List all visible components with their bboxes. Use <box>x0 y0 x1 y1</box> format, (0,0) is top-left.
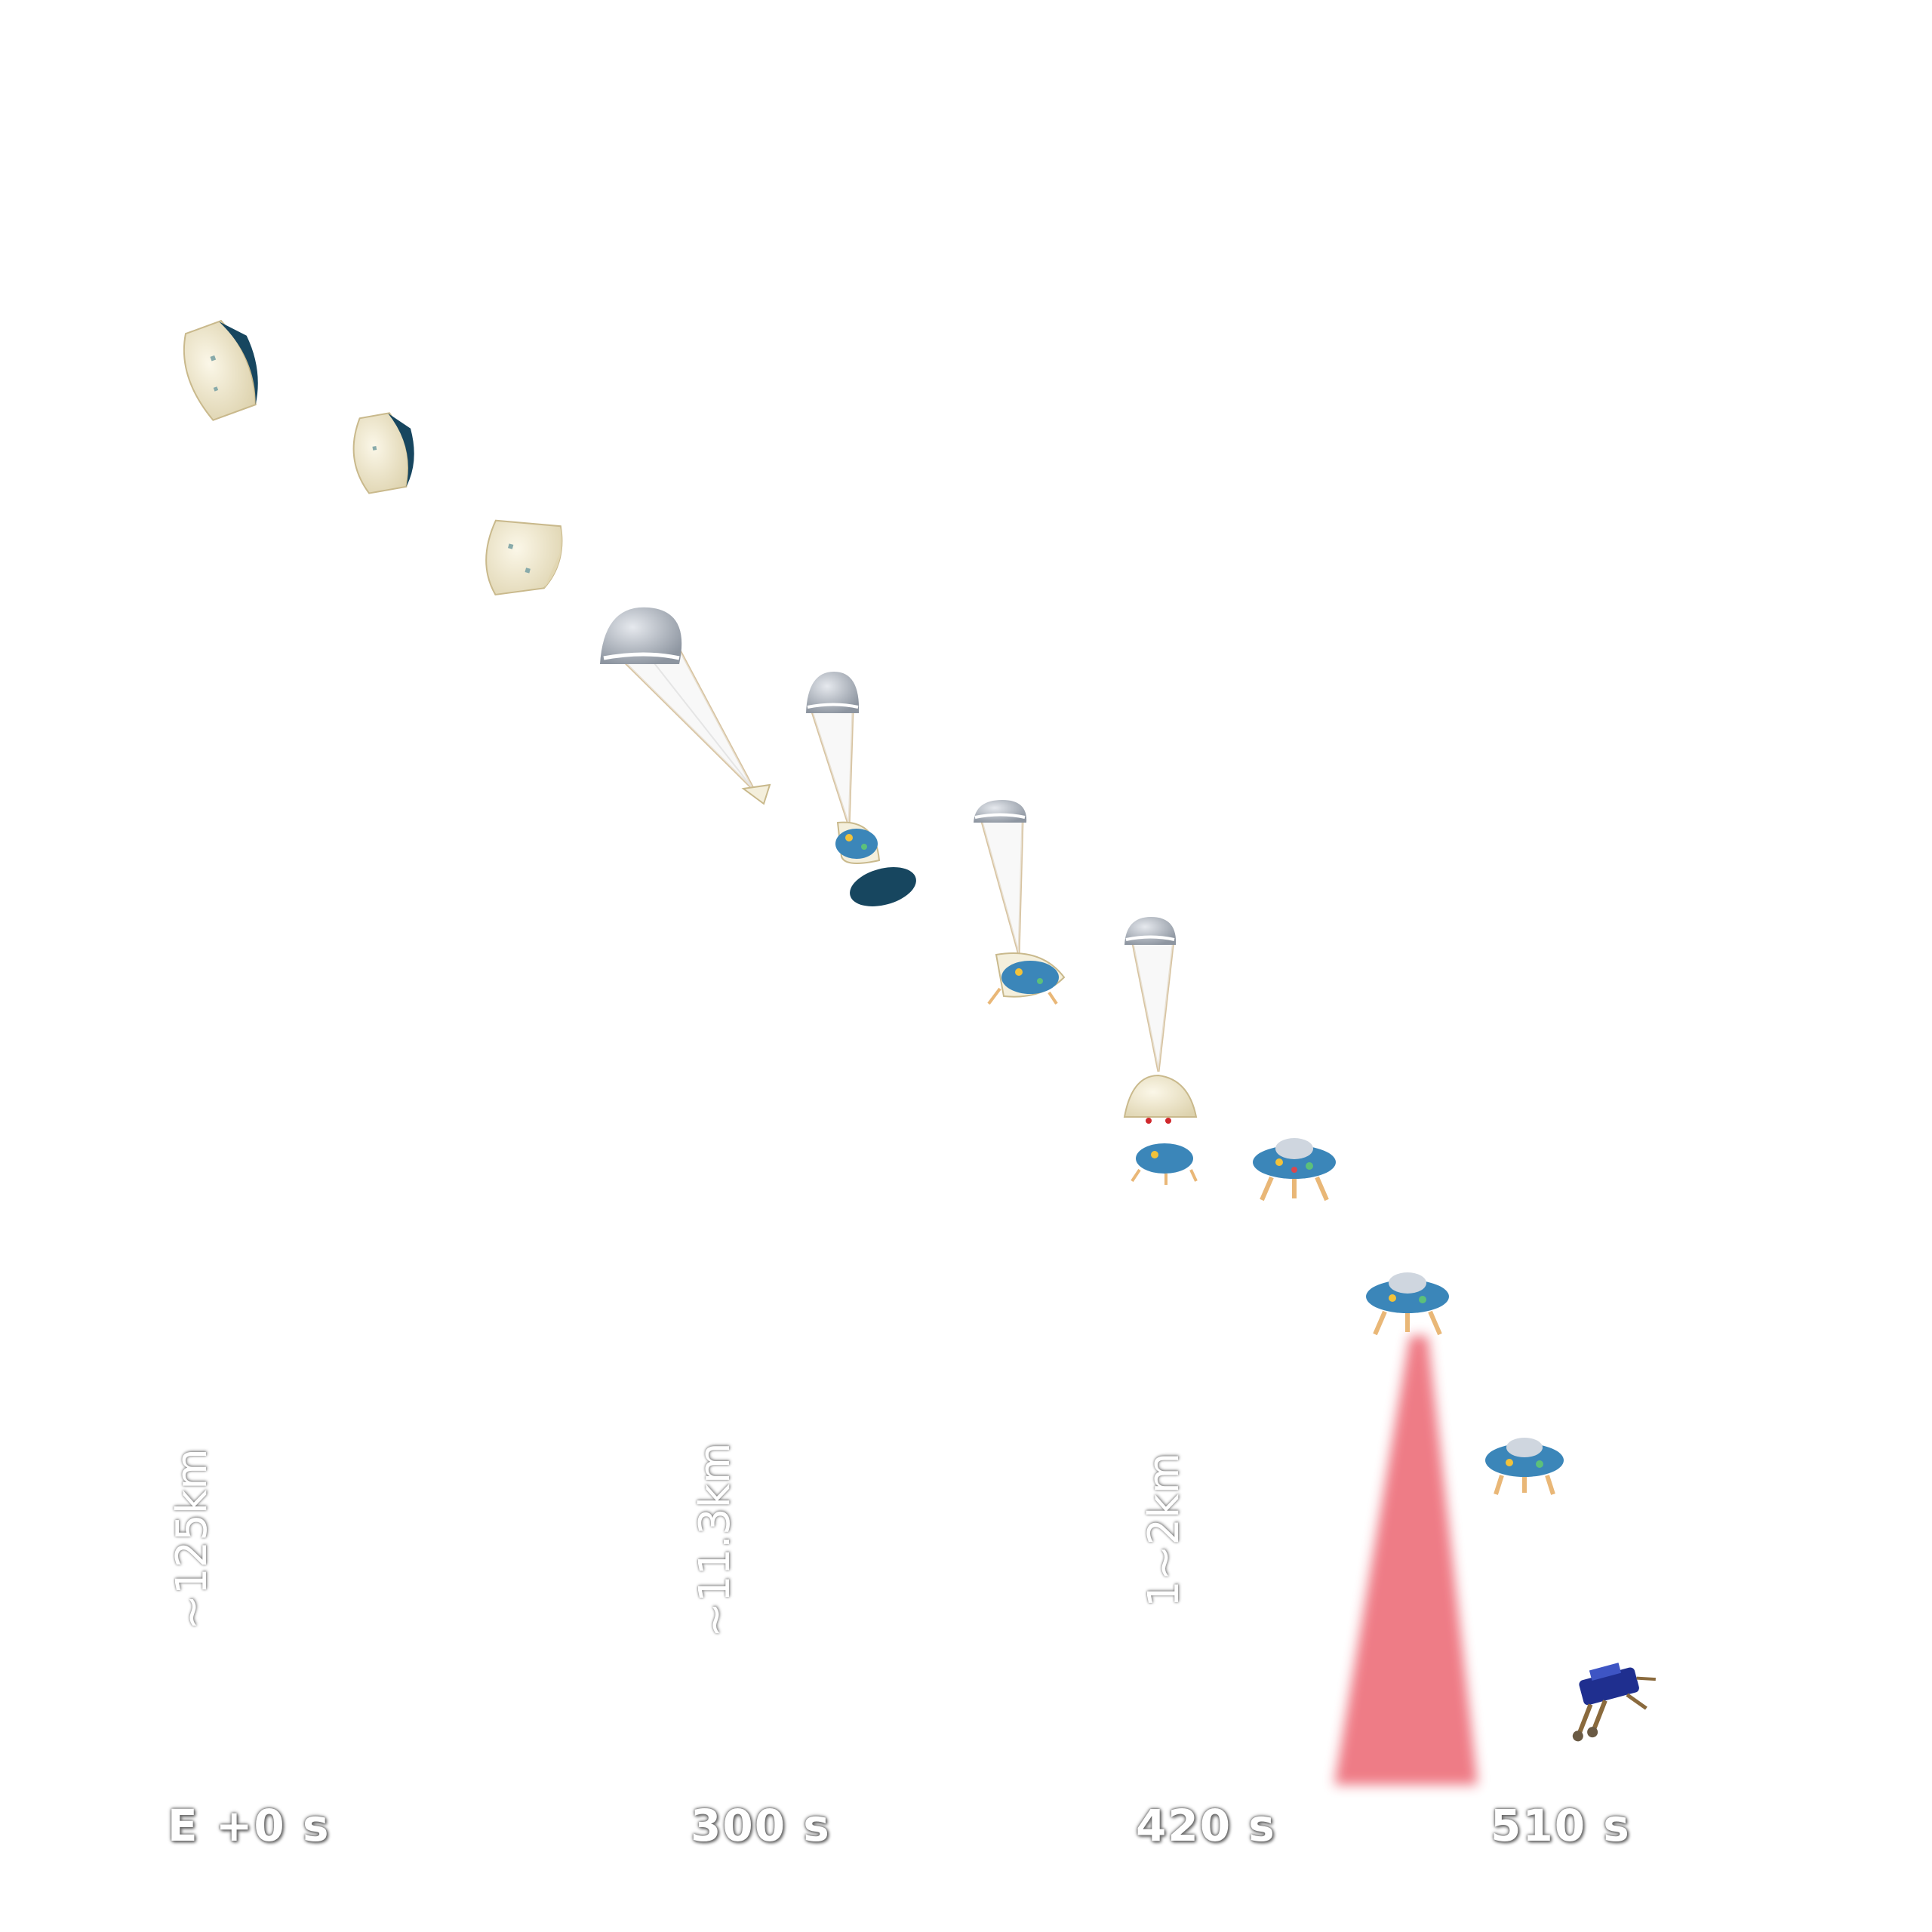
aeroshell-icon <box>485 519 563 596</box>
time-label: 420 s <box>1136 1800 1276 1851</box>
lander-icon <box>1485 1438 1564 1495</box>
rover-icon <box>1572 1663 1656 1742</box>
parachute-backshell-icon <box>1123 917 1198 1185</box>
lander-icon <box>1366 1272 1449 1336</box>
parachute-lander-icon <box>806 672 916 906</box>
aeroshell-icon <box>183 319 258 421</box>
altitude-label: 1~2km <box>1140 1452 1189 1607</box>
parachute-lander-icon <box>974 800 1066 1005</box>
time-label: 300 s <box>691 1800 831 1851</box>
altitude-label: ~125km <box>168 1448 217 1630</box>
time-label: E +0 s <box>168 1800 331 1851</box>
radar-beam <box>1334 1336 1478 1785</box>
altitude-label: ~11.3km <box>691 1442 740 1638</box>
lander-icon <box>1253 1138 1336 1201</box>
parachute-icon <box>600 607 771 805</box>
time-label: 510 s <box>1491 1800 1631 1851</box>
aeroshell-icon <box>352 412 414 494</box>
